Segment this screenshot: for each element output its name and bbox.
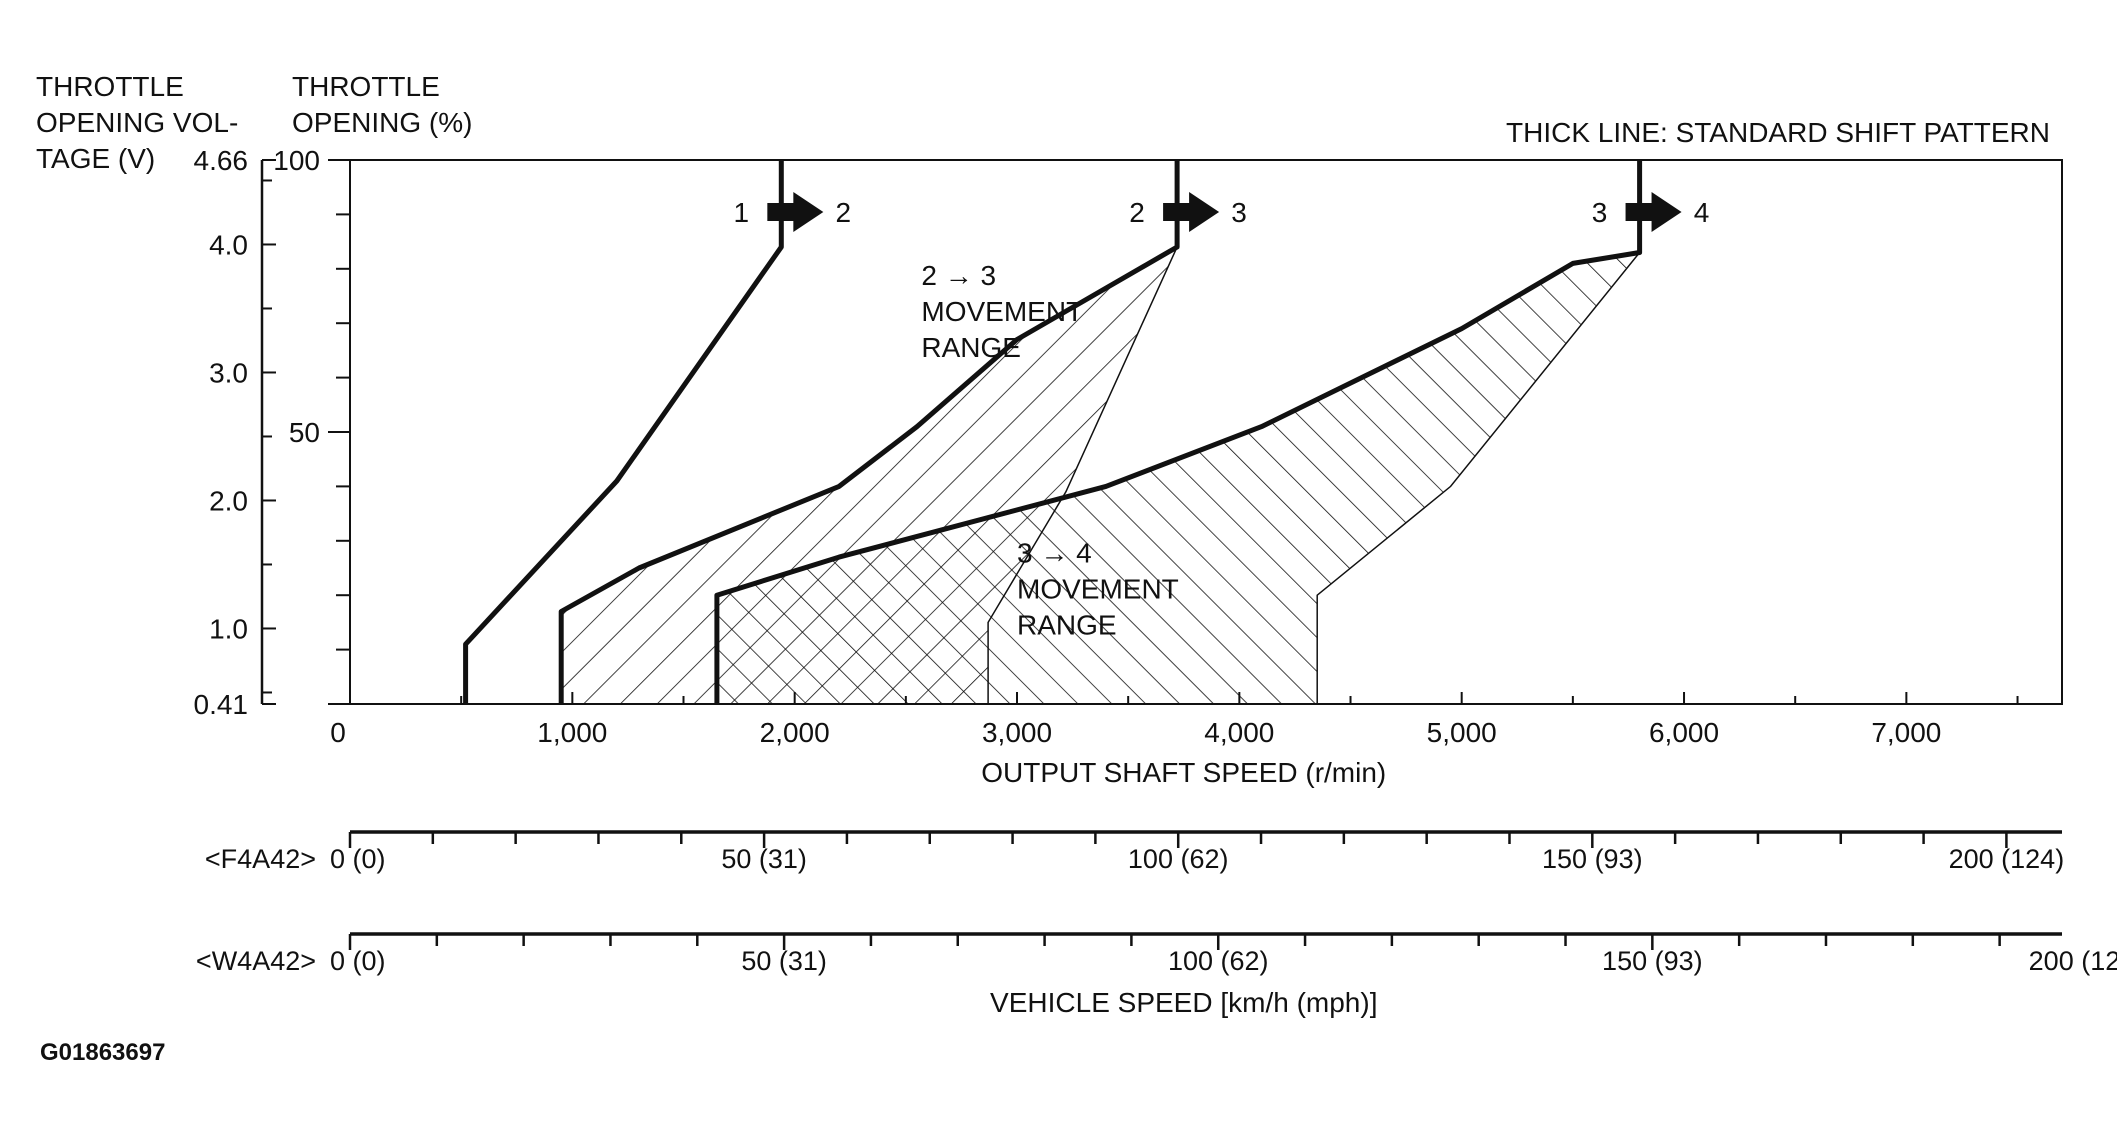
shift-line-3-4 xyxy=(714,160,1643,704)
shift-arrow-1-2-icon xyxy=(767,192,824,232)
range-label-line: MOVEMENT xyxy=(1017,574,1179,605)
shift-label-from-1: 1 xyxy=(734,197,750,228)
speed-tick-label: 150 (93) xyxy=(1602,946,1703,976)
speed-tick-label: 200 (124) xyxy=(1949,844,2065,874)
y-voltage-axis-label: THROTTLE xyxy=(36,71,184,102)
shift-label-from-3: 3 xyxy=(1592,197,1608,228)
y-voltage-tick-label: 3.0 xyxy=(209,357,248,388)
speed-scale-model: <F4A42> xyxy=(205,844,316,874)
x-axis-label: OUTPUT SHAFT SPEED (r/min) xyxy=(981,757,1386,788)
speed-tick-label: 0 (0) xyxy=(330,844,386,874)
range-label-line: 3 → 4 xyxy=(1017,538,1092,569)
y-voltage-tick-label: 1.0 xyxy=(209,613,248,644)
shift-arrow-2-3-icon xyxy=(1163,192,1220,232)
x-tick-label: 1,000 xyxy=(537,717,607,748)
y-percent-axis-label: THROTTLE xyxy=(292,71,440,102)
x-tick-label: 5,000 xyxy=(1427,717,1497,748)
range-label-line: MOVEMENT xyxy=(921,296,1083,327)
speed-tick-label: 50 (31) xyxy=(741,946,827,976)
shift-label-to-3: 3 xyxy=(1231,197,1247,228)
speed-axis-label: VEHICLE SPEED [km/h (mph)] xyxy=(990,987,1377,1018)
speed-tick-label: 50 (31) xyxy=(721,844,807,874)
range-label-line: 2 → 3 xyxy=(921,260,996,291)
shift-label-from-2: 2 xyxy=(1129,197,1145,228)
speed-tick-label: 150 (93) xyxy=(1542,844,1643,874)
shift-label-to-4: 4 xyxy=(1694,197,1710,228)
y-percent-tick-label: 100 xyxy=(273,145,320,176)
range-label-line: RANGE xyxy=(1017,610,1117,641)
speed-tick-label: 0 (0) xyxy=(330,946,386,976)
range-label-line: RANGE xyxy=(921,332,1021,363)
x-tick-label: 2,000 xyxy=(760,717,830,748)
x-tick-label: 7,000 xyxy=(1871,717,1941,748)
y-voltage-axis-label: OPENING VOL- xyxy=(36,107,238,138)
x-tick-label: 4,000 xyxy=(1204,717,1274,748)
vehicle-speed-scales: <F4A42> 0 (0) 50 (31) 100 (62) 150 (93) 200 (… xyxy=(196,830,2117,1018)
shift-line-2-3 xyxy=(558,160,1180,704)
y-percent-axis-label: OPENING (%) xyxy=(292,107,472,138)
speed-scale-model: <W4A42> xyxy=(196,946,316,976)
speed-tick-label: 200 (124) xyxy=(2029,946,2117,976)
speed-tick-label: 100 (62) xyxy=(1168,946,1269,976)
y-voltage-tick-label: 0.41 xyxy=(194,689,249,720)
y-voltage-tick-label: 2.0 xyxy=(209,485,248,516)
y-voltage-tick-label: 4.0 xyxy=(209,229,248,260)
shift-label-to-2: 2 xyxy=(836,197,852,228)
x-tick-label: 3,000 xyxy=(982,717,1052,748)
x-tick-label: 0 xyxy=(330,717,346,748)
y-voltage-tick-label: 4.66 xyxy=(194,145,249,176)
chart-labels: 1 2 2 3 3 4 2 → 3 MOVEMENT RANGE 3 → 4 MOVEMENT RAN… xyxy=(734,192,1710,641)
y-percent-tick-label: 50 xyxy=(289,417,320,448)
shift-arrow-3-4-icon xyxy=(1625,192,1682,232)
figure-id: G01863697 xyxy=(40,1039,165,1066)
legend-note: THICK LINE: STANDARD SHIFT PATTERN xyxy=(1506,117,2050,148)
axes: 0 1,000 2,000 3,000 4,000 5,000 6,000 7,000OUTP… xyxy=(36,71,2050,788)
speed-tick-label: 100 (62) xyxy=(1128,844,1229,874)
x-tick-label: 6,000 xyxy=(1649,717,1719,748)
y-voltage-axis-label: TAGE (V) xyxy=(36,143,155,174)
